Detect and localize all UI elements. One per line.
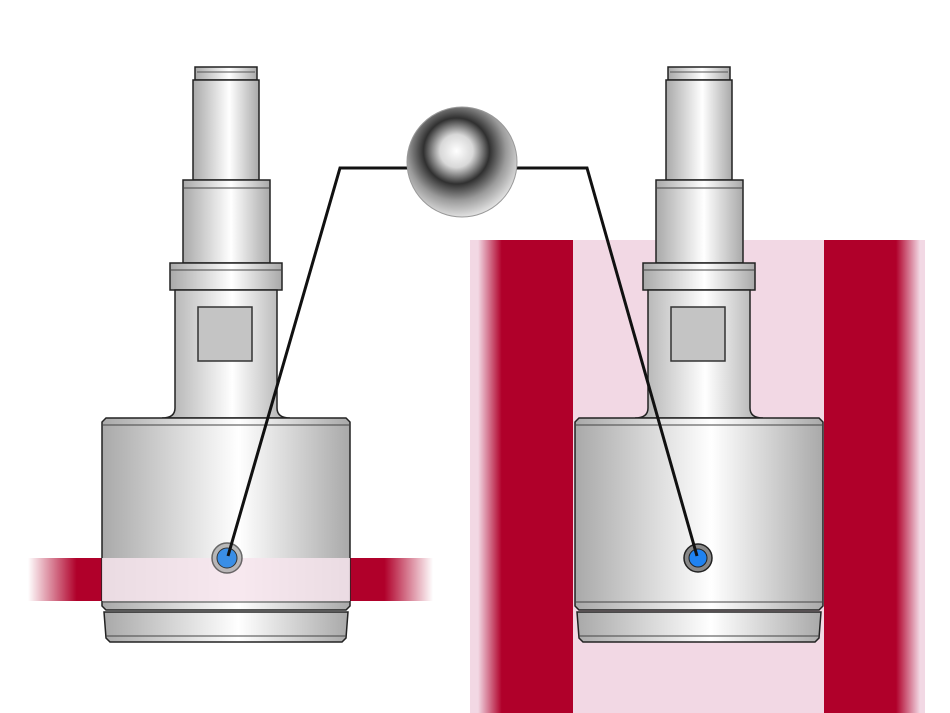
steel-ball-icon	[406, 106, 518, 218]
right-wire	[505, 166, 699, 557]
left-wire	[226, 166, 420, 557]
vertical-red-band-right	[824, 240, 920, 713]
left-led-icon	[211, 542, 243, 574]
vertical-red-band-left	[478, 240, 573, 713]
right-led-icon	[683, 543, 713, 573]
